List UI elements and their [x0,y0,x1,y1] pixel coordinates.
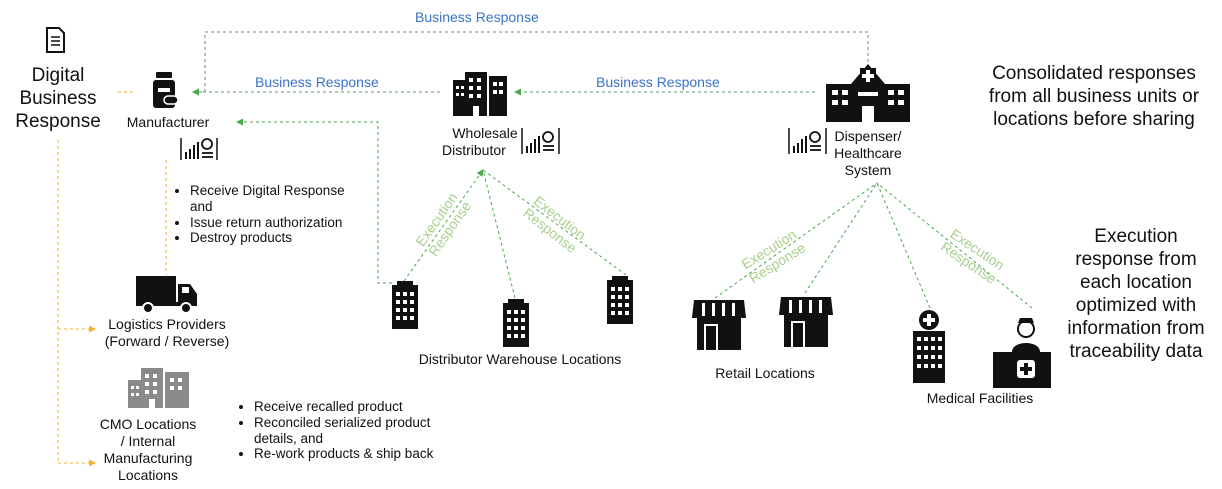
consolidated-line: from all business units or [988,86,1200,107]
logistics-label: Logistics Providers (Forward / Reverse) [96,316,238,350]
cmo-bullet: Reconciled serialized product details, a… [254,415,454,447]
logistics-line-2: (Forward / Reverse) [104,333,230,349]
distributor-warehouse-label: Distributor Warehouse Locations [418,351,622,367]
manufacturer-bullets: Receive Digital Response and Issue retur… [172,183,350,246]
cmo-bullet: Receive recalled product [254,399,454,415]
manufacturer-bullet: Issue return authorization [190,215,350,231]
cmo-line-3: Manufacturing [103,450,193,466]
cmo-bullet: Re-work products & ship back [254,446,454,462]
wholesale-line-2: Distributor [442,142,506,158]
title-line-3: Response [15,111,101,132]
dispenser-line-2: Healthcare [834,145,902,161]
dispenser-label: Dispenser/ Healthcare System [828,128,908,179]
wholesale-line-1: Wholesale [452,125,518,141]
manufacturer-label: Manufacturer [126,114,210,130]
execution-line-warehouse-2 [482,169,516,299]
execution-note-line: Execution [1094,226,1178,247]
consolidated-note: Consolidated responses from all business… [970,62,1218,131]
title-line-1: Digital [31,65,85,86]
consolidated-line: Consolidated responses [992,63,1196,84]
logistics-line-1: Logistics Providers [108,316,226,332]
cmo-label: CMO Locations / Internal Manufacturing L… [92,416,204,484]
execution-note-line: information from [1067,318,1205,339]
wholesale-distributor-label: Wholesale Distributor [435,125,535,159]
cmo-line-2: / Internal [120,433,176,449]
cmo-line-1: CMO Locations [99,416,197,432]
title-line-2: Business [19,88,97,109]
execution-line-medical-1 [876,182,931,309]
business-response-label-right: Business Response [596,74,720,90]
retail-locations-label: Retail Locations [715,365,815,381]
digital-business-response-title: Digital Business Response [8,64,108,133]
business-response-label-top: Business Response [415,9,539,25]
execution-note-line: response from [1075,249,1197,270]
execution-line-retail-2 [804,182,878,294]
consolidated-line: locations before sharing [993,109,1195,130]
dispenser-line-3: System [844,162,892,178]
manufacturer-bullet: Destroy products [190,230,350,246]
execution-line-warehouse-manufacturer [236,118,392,284]
execution-note-line: traceability data [1069,341,1203,362]
dispenser-line-1: Dispenser/ [834,128,902,144]
business-response-line-top [192,31,869,96]
execution-note: Execution response from each location op… [1052,225,1220,363]
medical-facilities-label: Medical Facilities [926,390,1034,406]
execution-note-line: each location [1080,272,1192,293]
cmo-line-4: Locations [118,467,178,483]
execution-note-line: optimized with [1075,295,1197,316]
business-response-label-left: Business Response [255,74,379,90]
manufacturer-bullet: Receive Digital Response and [190,183,350,215]
execution-line-warehouse-1 [403,169,484,282]
cmo-bullets: Receive recalled product Reconciled seri… [236,399,454,462]
